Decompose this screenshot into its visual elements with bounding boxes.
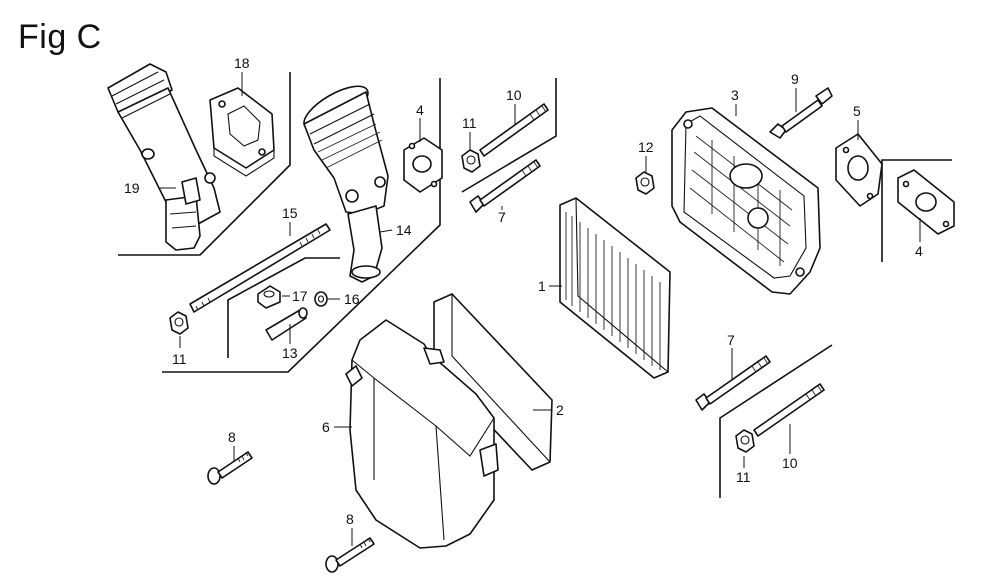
- label-13: 13: [282, 345, 298, 361]
- part-11-nut-mid: [461, 149, 481, 173]
- label-7-upper: 7: [498, 209, 506, 225]
- label-19: 19: [124, 180, 140, 196]
- label-1: 1: [538, 278, 546, 294]
- label-8-bottom: 8: [346, 511, 354, 527]
- part-4-gasket-right: [897, 169, 955, 235]
- part-10-bolt-upper: [479, 103, 549, 157]
- part-1-filter-element: [559, 197, 671, 379]
- label-10-upper: 10: [506, 87, 522, 103]
- part-14-intake-elbow: [303, 85, 389, 283]
- part-12-nut: [635, 171, 655, 195]
- part-16-washer: [314, 291, 328, 307]
- part-15-stud: [189, 223, 331, 313]
- label-11-mid: 11: [462, 115, 477, 131]
- part-6-cover: [345, 319, 499, 549]
- part-7-bolt-lower: [695, 355, 771, 411]
- label-18: 18: [234, 55, 250, 71]
- label-2: 2: [556, 402, 564, 418]
- label-11-left: 11: [172, 351, 187, 367]
- label-6: 6: [322, 419, 330, 435]
- label-5: 5: [853, 103, 861, 119]
- part-10-bolt-lower: [753, 383, 825, 437]
- label-16: 16: [344, 291, 360, 307]
- part-13-tube: [265, 307, 308, 341]
- part-4-gasket: [403, 137, 443, 193]
- callout-labels: 19 18 14 4 15 11 17 13 16 10 11 7 1 2 6 …: [124, 55, 923, 527]
- part-17-collar: [257, 285, 281, 309]
- part-18-gasket: [209, 87, 275, 177]
- label-11-right: 11: [736, 469, 751, 485]
- label-4-middle: 4: [416, 102, 424, 118]
- group-borders: [118, 72, 952, 498]
- label-17: 17: [292, 288, 308, 304]
- part-11-nut-right: [735, 429, 755, 453]
- part-5-gasket: [835, 133, 883, 207]
- part-19-intake-elbow: [107, 63, 221, 251]
- label-3: 3: [731, 87, 739, 103]
- label-14: 14: [396, 222, 412, 238]
- label-7-lower: 7: [727, 332, 735, 348]
- label-12: 12: [638, 139, 654, 155]
- label-15: 15: [282, 205, 298, 221]
- label-8-left: 8: [228, 429, 236, 445]
- part-8-bolt-bottom: [325, 537, 375, 573]
- part-7-bolt-upper: [469, 159, 541, 213]
- part-3-case: [671, 107, 821, 295]
- label-9: 9: [791, 71, 799, 87]
- part-9-bolt: [769, 87, 833, 139]
- label-10-lower: 10: [782, 455, 798, 471]
- part-11-nut-left: [169, 311, 189, 335]
- label-4-right: 4: [915, 243, 923, 259]
- figure-title: Fig C: [18, 18, 102, 56]
- part-8-bolt-left: [207, 451, 253, 485]
- leader-lines: [160, 72, 921, 546]
